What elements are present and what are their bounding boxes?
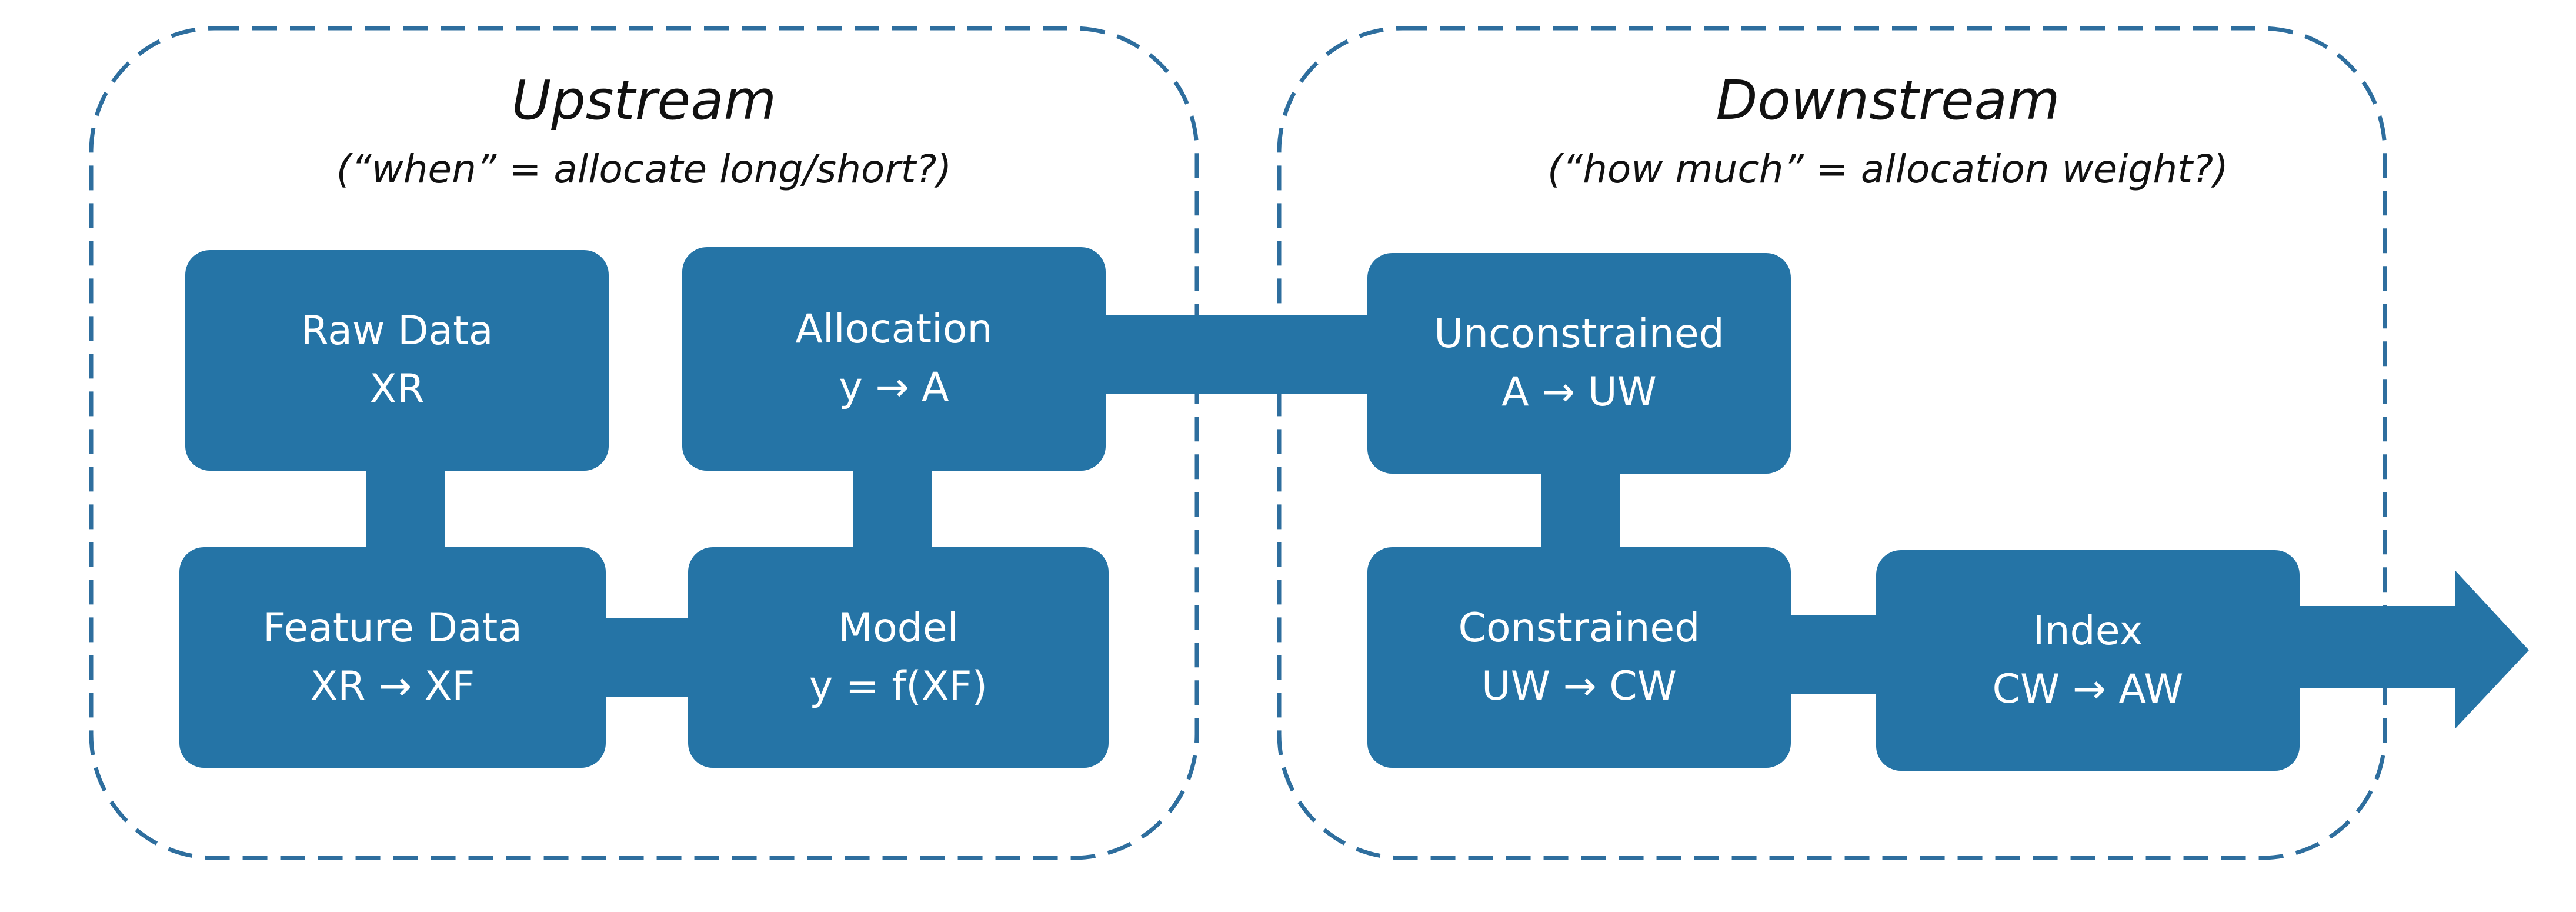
- node-allocation-label: Allocation: [795, 306, 993, 353]
- connector-allocation-to-unconstrained: [1106, 315, 1367, 394]
- node-allocation: Allocation y → A: [682, 247, 1106, 471]
- node-unconstrained-label: Unconstrained: [1434, 310, 1724, 357]
- upstream-title: Upstream: [511, 69, 777, 132]
- node-allocation-formula: y → A: [839, 364, 949, 411]
- node-feature-data: Feature Data XR → XF: [179, 547, 606, 768]
- downstream-subtitle: (“how much” = allocation weight?): [1547, 147, 2228, 192]
- node-feature-data-label: Feature Data: [263, 604, 522, 651]
- node-index-formula: CW → AW: [1992, 665, 2184, 713]
- connector-feature-to-model: [606, 618, 688, 697]
- connector-constrained-to-index: [1791, 615, 1876, 694]
- upstream-frame: [89, 26, 1199, 860]
- downstream-frame: [1277, 26, 2387, 860]
- node-feature-data-formula: XR → XF: [310, 663, 475, 710]
- downstream-title: Downstream: [1716, 69, 2060, 132]
- node-constrained-label: Constrained: [1458, 604, 1700, 651]
- node-index: Index CW → AW: [1876, 550, 2300, 771]
- node-model-label: Model: [838, 604, 959, 651]
- node-constrained-formula: UW → CW: [1481, 663, 1677, 710]
- node-constrained: Constrained UW → CW: [1367, 547, 1791, 768]
- node-raw-data: Raw Data XR: [185, 250, 609, 471]
- connector-model-to-allocation: [853, 471, 932, 547]
- node-model-formula: y = f(XF): [809, 663, 988, 710]
- node-index-label: Index: [2033, 607, 2143, 654]
- upstream-subtitle: (“when” = allocate long/short?): [336, 147, 952, 192]
- node-unconstrained: Unconstrained A → UW: [1367, 253, 1791, 474]
- node-unconstrained-formula: A → UW: [1501, 368, 1657, 415]
- output-arrow-icon: [2300, 571, 2529, 728]
- node-raw-data-label: Raw Data: [301, 307, 493, 354]
- node-raw-data-formula: XR: [369, 365, 425, 412]
- connector-raw-to-feature: [366, 471, 445, 547]
- node-model: Model y = f(XF): [688, 547, 1109, 768]
- connector-unconstrained-to-constrained: [1541, 474, 1620, 547]
